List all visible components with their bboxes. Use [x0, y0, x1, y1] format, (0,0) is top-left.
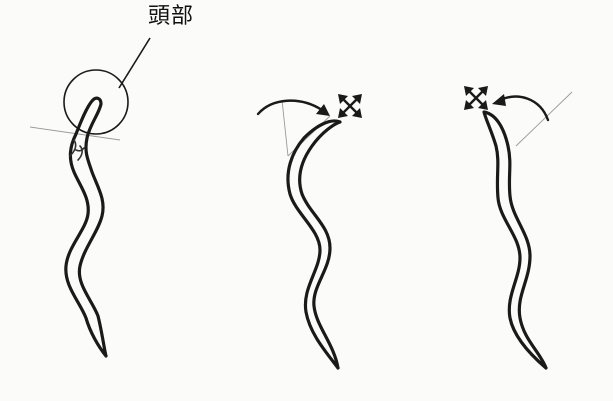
rotation-arrow: [256, 99, 324, 116]
head-label: 頭部: [148, 4, 195, 29]
rotation-arrow: [498, 95, 550, 122]
worm-figure-1: [29, 37, 151, 358]
head-internal-structure: [69, 139, 85, 161]
head-highlight-circle: [63, 69, 129, 135]
movement-arrows-icon: [338, 94, 362, 118]
movement-arrows-icon: [464, 86, 488, 110]
guide-line: [515, 91, 573, 147]
worm-body-outline: [286, 119, 342, 370]
worm-body-outline: [64, 96, 108, 358]
rotation-arrowhead: [492, 94, 506, 106]
rotation-arrowhead: [316, 104, 330, 116]
worm-figure-2: [256, 94, 362, 370]
label-leader-line: [118, 37, 151, 89]
worm-body-outline: [482, 110, 548, 370]
worm-figure-3: [464, 86, 573, 370]
guide-line: [281, 99, 289, 157]
